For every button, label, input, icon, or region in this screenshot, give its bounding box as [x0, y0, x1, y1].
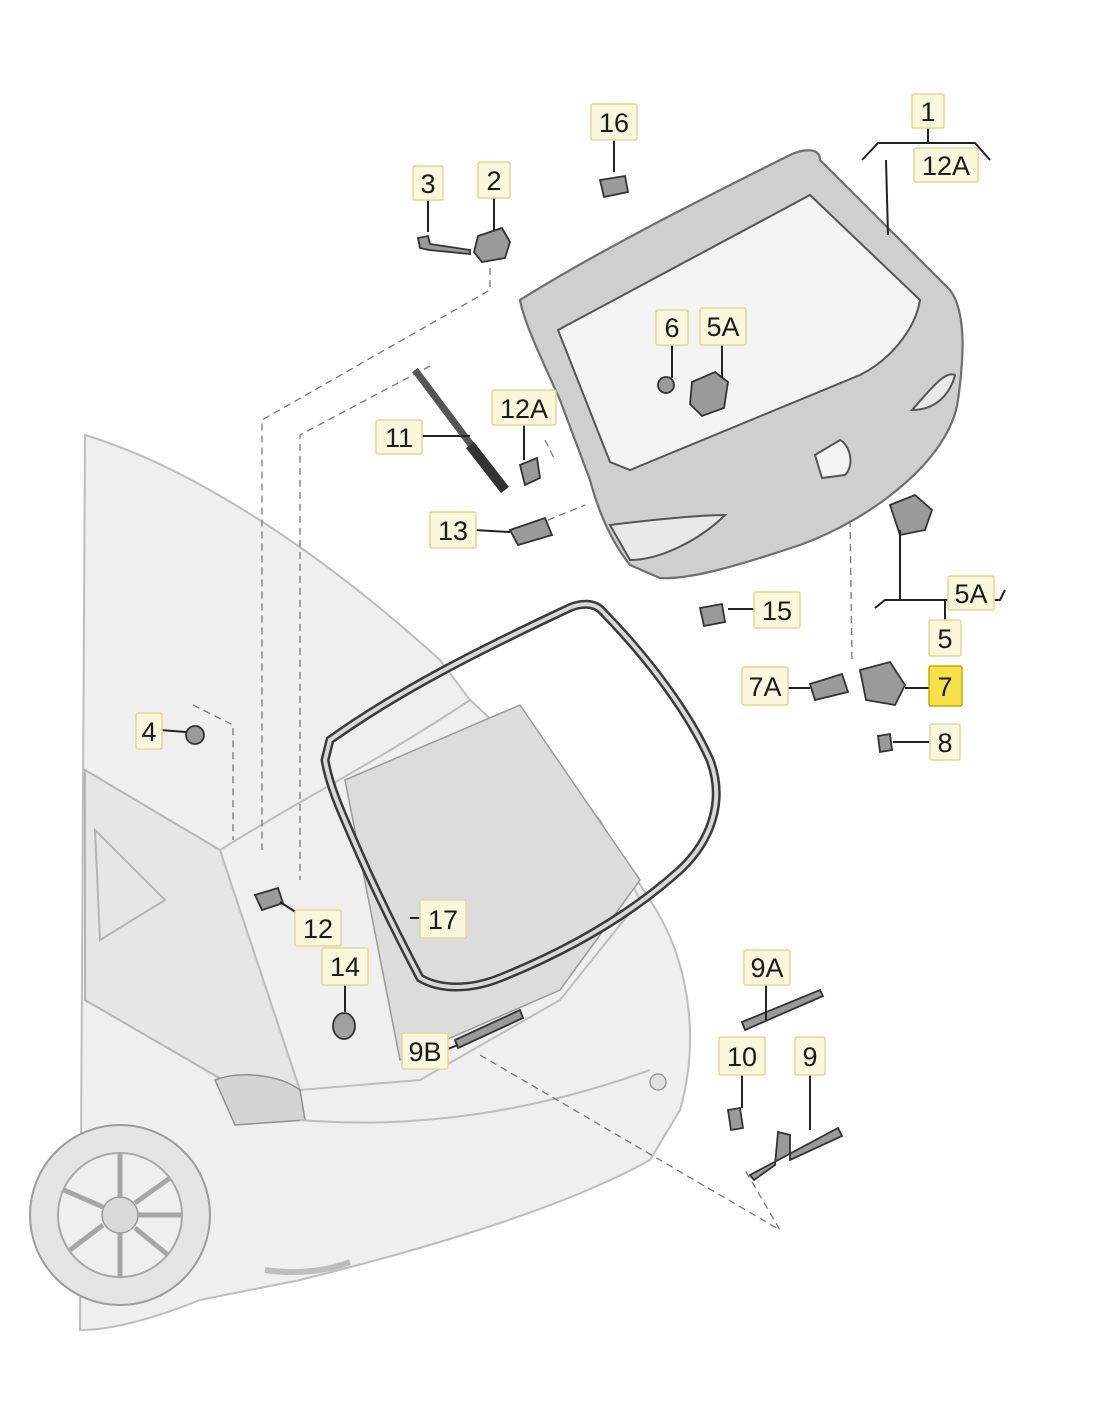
label-12: 12 — [294, 909, 342, 947]
part-9-bracket — [748, 1126, 844, 1182]
car-body — [29, 433, 691, 1332]
svg-text:7A: 7A — [748, 672, 781, 702]
label-15: 15 — [753, 591, 801, 629]
part-13-buffer — [508, 516, 554, 547]
part-12A-pin — [518, 456, 541, 487]
guide-lines — [192, 268, 853, 1232]
part-4-nut — [185, 725, 205, 745]
label-11: 11 — [375, 419, 423, 455]
leader-lines — [159, 128, 1006, 1130]
svg-text:6: 6 — [664, 313, 679, 343]
svg-text:7: 7 — [937, 672, 952, 702]
callouts: 1 12A 16 3 2 6 5A 11 — [135, 93, 995, 1076]
label-12A-mid: 12A — [491, 389, 557, 426]
label-8: 8 — [929, 723, 961, 761]
part-10-screw — [726, 1106, 745, 1132]
svg-text:5A: 5A — [954, 579, 987, 609]
label-7-highlighted: 7 — [928, 665, 963, 707]
svg-text:5: 5 — [937, 624, 952, 654]
part-3-bolt — [416, 234, 471, 255]
part-14-plug — [332, 1012, 356, 1040]
seal-17 — [320, 599, 721, 992]
svg-text:2: 2 — [486, 166, 501, 196]
svg-text:12A: 12A — [922, 151, 970, 181]
label-4: 4 — [135, 712, 163, 750]
label-9A: 9A — [743, 949, 791, 986]
part-2-hinge — [473, 226, 511, 263]
label-16: 16 — [590, 103, 638, 141]
part-5A-bracket — [689, 370, 729, 418]
label-9B: 9B — [401, 1032, 449, 1070]
svg-text:15: 15 — [762, 596, 792, 626]
part-16-clip — [598, 174, 630, 199]
part-15-block — [698, 602, 727, 628]
label-17: 17 — [419, 899, 467, 939]
label-5: 5 — [928, 619, 962, 657]
part-7A-switch — [808, 672, 850, 702]
label-5A-right: 5A — [947, 575, 995, 611]
label-7A: 7A — [741, 666, 789, 706]
svg-text:13: 13 — [438, 516, 468, 546]
svg-text:17: 17 — [428, 905, 458, 935]
label-5A-mid: 5A — [699, 307, 747, 346]
label-2: 2 — [477, 161, 511, 199]
svg-text:9B: 9B — [408, 1037, 441, 1067]
label-6: 6 — [655, 309, 689, 346]
label-3: 3 — [412, 165, 444, 201]
part-5-lock — [888, 493, 934, 537]
svg-text:8: 8 — [937, 728, 952, 758]
rear-wheel — [29, 1124, 211, 1306]
label-14: 14 — [321, 947, 369, 986]
svg-text:10: 10 — [727, 1042, 757, 1072]
svg-text:4: 4 — [141, 717, 156, 747]
label-1: 1 — [911, 93, 945, 129]
svg-text:12: 12 — [303, 914, 333, 944]
label-10: 10 — [718, 1036, 766, 1076]
label-12A-top: 12A — [913, 147, 979, 183]
svg-text:14: 14 — [330, 952, 360, 982]
label-9: 9 — [794, 1036, 826, 1076]
svg-text:9A: 9A — [750, 953, 783, 983]
part-6-nut — [657, 376, 675, 394]
part-7-latch — [858, 660, 907, 707]
svg-text:11: 11 — [385, 423, 413, 453]
part-8-screw — [876, 732, 894, 754]
svg-text:12A: 12A — [500, 394, 548, 424]
parts — [185, 174, 934, 1182]
svg-text:16: 16 — [599, 108, 629, 138]
svg-text:9: 9 — [802, 1042, 817, 1072]
part-9A-trim — [740, 988, 825, 1032]
svg-text:3: 3 — [420, 169, 435, 199]
svg-text:5A: 5A — [706, 312, 739, 342]
label-13: 13 — [429, 511, 477, 549]
svg-text:1: 1 — [920, 97, 935, 127]
